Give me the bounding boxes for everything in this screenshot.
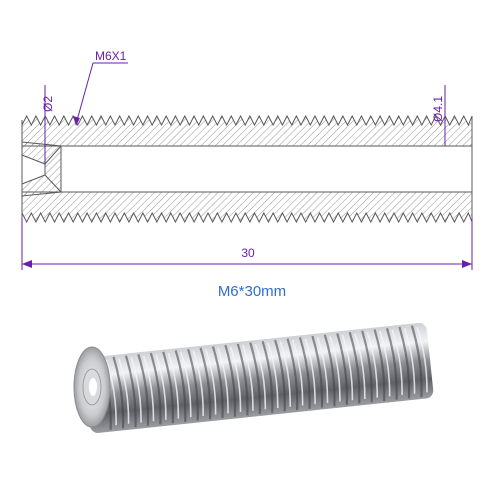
callout-arrowhead (73, 116, 80, 126)
thread-highlight (366, 332, 379, 398)
cone-edge-bottom (44, 174, 62, 193)
thread-highlight (391, 329, 403, 396)
tube-photo (73, 322, 434, 433)
thread-groove (211, 346, 224, 418)
thread-groove (112, 356, 125, 429)
thread-highlight (117, 358, 130, 424)
length-arrow-right (462, 260, 472, 268)
thread-groove (323, 334, 336, 407)
thread-highlight (267, 342, 279, 409)
thread-highlight (142, 355, 155, 422)
thread-groove (286, 338, 299, 411)
thread-groove (274, 339, 286, 412)
thread-highlight (130, 356, 142, 423)
thread-groove (348, 331, 361, 404)
bore (60, 145, 473, 193)
thread-highlight (254, 343, 267, 410)
thread-groove (373, 329, 386, 401)
thread-groove (261, 340, 274, 413)
thread-highlight (167, 352, 180, 419)
bore-diameter-label: Ø4.1 (431, 96, 445, 122)
product-title: M6*30mm (218, 283, 286, 300)
thread-groove (224, 344, 237, 417)
thread-groove (199, 347, 212, 420)
callout-leader (75, 62, 94, 125)
thread-groove (187, 348, 199, 421)
tube-threads (100, 325, 428, 430)
thread-groove (410, 325, 423, 398)
thread-highlight (403, 328, 416, 394)
length-label: 30 (241, 246, 255, 260)
upper-wall-section (21, 114, 473, 147)
thread-highlight (155, 354, 167, 420)
thread-groove (249, 342, 261, 415)
thread-groove (174, 350, 187, 422)
thread-highlight (204, 349, 217, 415)
thread-groove (311, 335, 324, 408)
lower-wall-section (21, 191, 473, 224)
thread-highlight (242, 345, 254, 411)
cone-edge-top (44, 145, 62, 165)
thread-highlight (192, 350, 204, 416)
cross-section (21, 114, 473, 224)
thread-highlight (416, 326, 428, 393)
thread-highlight (217, 347, 229, 414)
thread-groove (162, 351, 174, 424)
thread-highlight (329, 335, 341, 402)
thread-groove (124, 355, 137, 428)
thread-groove (398, 326, 411, 399)
thread-highlight (316, 337, 329, 403)
thread-groove (236, 343, 249, 416)
thread-highlight (229, 346, 242, 413)
thread-highlight (105, 359, 117, 426)
thread-highlight (341, 334, 354, 401)
dimensions: M6X1 Ø2 Ø4.1 30 (21, 49, 473, 270)
thread-highlight (279, 341, 291, 407)
thread-highlight (354, 333, 366, 399)
thread-groove (137, 354, 150, 426)
thread-highlight (291, 339, 304, 406)
thread-highlight (180, 351, 192, 418)
inner-diameter-label: Ø2 (41, 96, 55, 112)
thread-groove (298, 337, 311, 409)
thread-highlight (304, 338, 316, 405)
thread-highlight (378, 330, 391, 397)
thread-groove (149, 352, 162, 425)
thread-groove (385, 327, 398, 400)
thread-callout-label: M6X1 (95, 49, 127, 63)
thread-groove (336, 333, 349, 405)
length-arrow-left (22, 260, 32, 268)
thread-groove (361, 330, 373, 403)
tube-hole-highlight (89, 378, 97, 396)
